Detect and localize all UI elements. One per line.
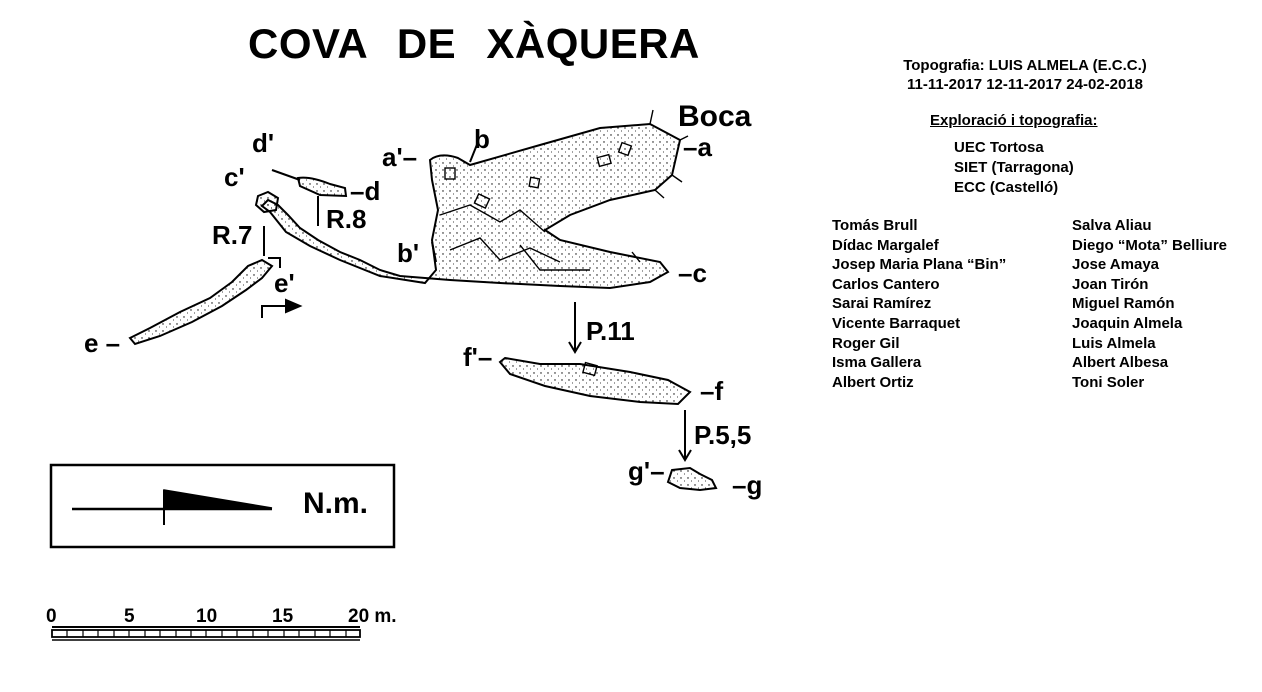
survey-credit: Topografia: LUIS ALMELA (E.C.C.) 11-11-2…	[880, 56, 1170, 94]
club-item: ECC (Castelló)	[954, 179, 1059, 196]
survey-dates: 11-11-2017 12-11-2017 24-02-2018	[906, 76, 1144, 93]
member-name: Diego “Mota” Belliure	[1072, 236, 1228, 254]
member-name: Tomás Brull	[832, 217, 918, 234]
gallery-g	[666, 466, 718, 492]
club-list: UEC Tortosa SIET (Tarragona) ECC (Castel…	[954, 138, 1074, 198]
member-name: Albert Ortiz	[832, 373, 914, 391]
exploration-heading: Exploració i topografia:	[930, 112, 1098, 129]
scale-tick-label: 5	[124, 606, 135, 627]
drop-r7-label: R.7	[212, 220, 253, 250]
cave-title: COVA DE XÀQUERA	[248, 20, 700, 67]
point-g-prime-label: g'–	[628, 456, 665, 486]
survey-author: Topografia: LUIS ALMELA (E.C.C.)	[903, 57, 1147, 74]
member-name: Albert Albesa	[1072, 354, 1169, 372]
member-name: Vicente Barraquet	[832, 314, 961, 332]
club-item: UEC Tortosa	[954, 139, 1044, 156]
scale-bar-ticks	[66, 630, 347, 637]
point-a-prime-label: a'–	[382, 142, 418, 172]
club-item: SIET (Tarragona)	[954, 159, 1074, 176]
north-arrow-head	[163, 489, 273, 510]
member-name: Toni Soler	[1072, 373, 1145, 391]
point-g-label: –g	[732, 470, 763, 500]
point-d-label: –d	[350, 176, 381, 206]
gallery-e	[128, 258, 274, 346]
marker-p11	[568, 302, 582, 354]
member-name: Salva Aliau	[1072, 217, 1152, 234]
entrance-label: Boca	[678, 100, 752, 133]
point-b-label: b	[474, 124, 490, 154]
member-name: Joaquin Almela	[1072, 314, 1183, 332]
point-e-prime-label: e'	[274, 268, 295, 298]
member-name: Luis Almela	[1072, 334, 1156, 352]
marker-p55	[678, 410, 692, 462]
drop-r8-label: R.8	[326, 204, 367, 234]
marker-e-prime	[268, 257, 281, 268]
point-b-prime-label: b'	[397, 238, 420, 268]
member-name: Dídac Margalef	[832, 236, 939, 254]
label-leaders	[431, 141, 479, 263]
point-f-label: –f	[700, 376, 724, 406]
knot-c-prime	[254, 190, 280, 214]
member-name: Isma Gallera	[832, 354, 922, 372]
point-a-label: –a	[683, 132, 712, 162]
scale-tick-label: 15	[272, 606, 294, 627]
drop-p55-label: P.5,5	[694, 420, 752, 450]
gallery-d	[296, 176, 348, 198]
north-arrow-box	[49, 463, 396, 549]
drop-p11-label: P.11	[586, 316, 635, 346]
members-column-1: Tomás Brull Dídac Margalef Josep Maria P…	[832, 216, 1006, 392]
member-name: Roger Gil	[832, 334, 900, 352]
point-d-prime-label: d'	[252, 128, 275, 158]
point-c-label: –c	[678, 258, 707, 288]
member-name: Jose Amaya	[1072, 256, 1159, 274]
scale-tick-label: 20 m.	[348, 606, 397, 627]
member-name: Josep Maria Plana “Bin”	[832, 256, 1007, 274]
member-name: Sarai Ramírez	[832, 295, 932, 313]
north-hint-arrow	[261, 305, 290, 318]
point-f-prime-label: f'–	[463, 342, 493, 372]
point-e-label: e –	[84, 328, 121, 358]
member-name: Joan Tirón	[1072, 275, 1149, 293]
point-c-prime-label: c'	[224, 162, 245, 192]
members-column-2: Salva Aliau Diego “Mota” Belliure Jose A…	[1072, 216, 1227, 392]
north-label: N.m.	[303, 487, 369, 520]
member-name: Miguel Ramón	[1072, 295, 1175, 313]
gallery-f	[498, 356, 692, 406]
scale-tick-label: 0	[46, 606, 57, 627]
member-name: Carlos Cantero	[832, 275, 940, 293]
scale-tick-label: 10	[196, 606, 218, 627]
